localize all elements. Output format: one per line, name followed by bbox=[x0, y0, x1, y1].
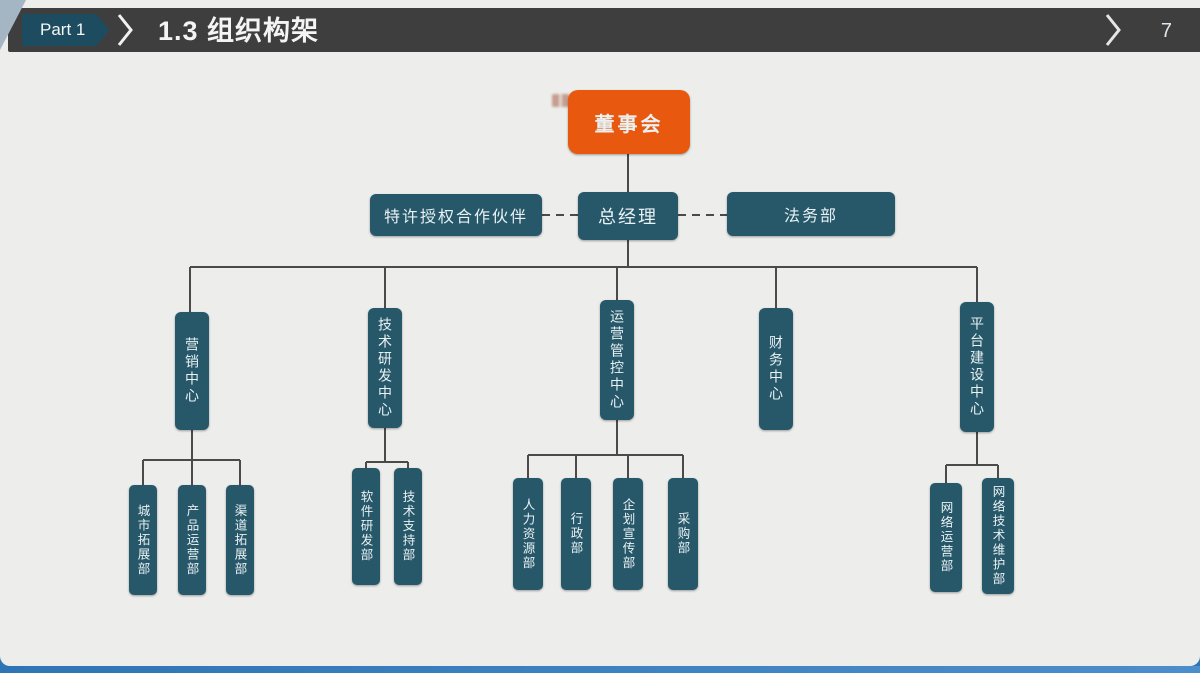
part-badge: Part 1 bbox=[22, 14, 109, 46]
org-node-dept: 渠道拓展部 bbox=[226, 485, 254, 595]
org-node-dept: 网络技术维护部 bbox=[982, 478, 1014, 594]
center-label: 平台建设中心 bbox=[969, 316, 985, 418]
org-node-center-marketing: 营销中心 bbox=[175, 312, 209, 430]
dept-label: 产品运营部 bbox=[184, 503, 199, 577]
dept-label: 软件研发部 bbox=[358, 490, 373, 563]
center-label: 运营管控中心 bbox=[609, 309, 625, 411]
dept-label: 人力资源部 bbox=[520, 497, 535, 571]
dept-label: 技术支持部 bbox=[400, 490, 415, 563]
org-node-board-label: 董事会 bbox=[594, 113, 664, 136]
page-number: 7 bbox=[1160, 20, 1172, 42]
org-node-center-platform: 平台建设中心 bbox=[960, 302, 994, 432]
dept-label: 企划宣传部 bbox=[620, 497, 635, 571]
dept-label: 城市拓展部 bbox=[135, 503, 150, 577]
org-node-center-finance: 财务中心 bbox=[759, 308, 793, 430]
org-node-center-operations: 运营管控中心 bbox=[600, 300, 634, 420]
org-node-center-rnd: 技术研发中心 bbox=[368, 308, 402, 428]
org-node-partner-label: 特许授权合作伙伴 bbox=[383, 209, 528, 226]
chevron-right-icon bbox=[1104, 14, 1122, 46]
center-label: 营销中心 bbox=[184, 337, 200, 405]
dept-label: 网络技术维护部 bbox=[990, 485, 1005, 587]
page-title: 1.3 组织构架 bbox=[158, 16, 320, 46]
dept-label: 渠道拓展部 bbox=[232, 503, 247, 577]
org-node-board: 董事会 bbox=[568, 90, 690, 154]
dept-label: 网络运营部 bbox=[938, 501, 953, 574]
org-node-general-manager-label: 总经理 bbox=[598, 207, 658, 227]
dept-label: 采购部 bbox=[675, 512, 690, 556]
org-node-dept: 采购部 bbox=[668, 478, 698, 590]
center-label: 财务中心 bbox=[768, 335, 784, 403]
org-node-legal: 法务部 bbox=[727, 192, 895, 236]
center-label: 技术研发中心 bbox=[377, 317, 393, 419]
chevron-right-icon bbox=[116, 14, 134, 46]
dept-label: 行政部 bbox=[568, 512, 583, 556]
org-node-general-manager: 总经理 bbox=[578, 192, 678, 240]
org-node-dept: 产品运营部 bbox=[178, 485, 206, 595]
org-node-dept: 网络运营部 bbox=[930, 483, 962, 592]
org-node-dept: 城市拓展部 bbox=[129, 485, 157, 595]
org-node-dept: 技术支持部 bbox=[394, 468, 422, 585]
org-node-dept: 软件研发部 bbox=[352, 468, 380, 585]
part-label: Part 1 bbox=[40, 20, 86, 39]
org-node-dept: 企划宣传部 bbox=[613, 478, 643, 590]
org-node-dept: 行政部 bbox=[561, 478, 591, 590]
slide-header: Part 1 1.3 组织构架 7 bbox=[8, 8, 1200, 52]
org-node-legal-label: 法务部 bbox=[783, 208, 838, 225]
bottom-accent-bar bbox=[0, 666, 1200, 673]
org-node-dept: 人力资源部 bbox=[513, 478, 543, 590]
org-node-partner: 特许授权合作伙伴 bbox=[370, 194, 542, 236]
